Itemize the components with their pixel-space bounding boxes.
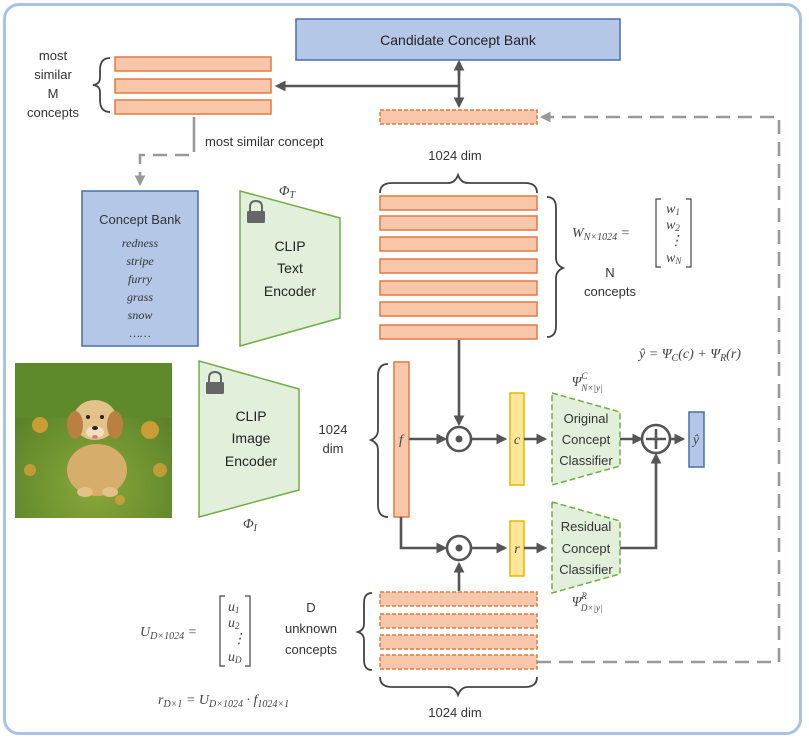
c-label: c (514, 433, 521, 448)
concept-bank-title: Concept Bank (99, 212, 181, 227)
dim-label-bottom: 1024 dim (428, 705, 481, 720)
d-concepts-label-2: unknown (285, 621, 337, 636)
arrow-resid-to-sum (620, 452, 662, 550)
candidate-concept-bank-label: Candidate Concept Bank (380, 32, 537, 48)
original-classifier-label-2: Concept (562, 432, 611, 447)
w-matrix-lhs: WN×1024 = (572, 226, 630, 243)
svg-text:uD: uD (228, 650, 242, 665)
svg-text:w1: w1 (666, 202, 680, 217)
original-classifier-label-1: Original (564, 411, 609, 426)
left-brace-top (92, 57, 111, 113)
svg-text:wN: wN (666, 251, 682, 266)
lock-icon (206, 370, 224, 394)
similar-concept-bar-2 (114, 78, 272, 94)
bottom-brace (379, 676, 538, 698)
image-encoder-label-1: CLIP (235, 408, 266, 424)
concept-bank-item-2: stripe (126, 254, 154, 268)
y-hat-box (688, 411, 705, 468)
most-similar-concept-label: most similar concept (205, 134, 324, 149)
d-concepts-label-3: concepts (285, 642, 338, 657)
dim-mid-label-2: dim (323, 441, 344, 456)
concept-bank-item-5: snow (128, 308, 153, 322)
svg-text:⋮: ⋮ (669, 234, 683, 249)
svg-text:u2: u2 (228, 616, 240, 631)
residual-classifier-label-1: Residual (561, 519, 612, 534)
most-similar-label-1: most (39, 48, 68, 63)
w-matrix: WN×1024 = w1 w2 ⋮ wN (572, 198, 692, 268)
residual-classifier-label-3: Classifier (559, 562, 613, 577)
n-concept-bars (379, 195, 538, 340)
dim-label-top: 1024 dim (428, 148, 481, 163)
clip-text-encoder-shape (239, 190, 341, 347)
arrow-f-to-dot2 (399, 517, 448, 554)
d-concept-bars (379, 591, 538, 670)
svg-text:w2: w2 (666, 218, 680, 233)
y-hat-label: ŷ (691, 433, 700, 448)
text-encoder-label-3: Encoder (264, 283, 316, 299)
image-encoder-label-2: Image (232, 430, 271, 446)
original-classifier-label-3: Classifier (559, 453, 613, 468)
lock-icon (247, 199, 265, 223)
concept-bank-box (81, 190, 199, 347)
original-classifier-shape (551, 392, 621, 486)
f-label: f (399, 433, 405, 448)
concept-bank-item-4: grass (127, 290, 153, 304)
most-similar-label-3: M (48, 86, 59, 101)
text-encoder-label-1: CLIP (274, 238, 305, 254)
clip-image-encoder-shape (198, 360, 300, 518)
dot-product-icon (445, 534, 473, 562)
y-formula: ŷ = ΨC(c) + ΨR(r) (637, 347, 741, 364)
right-brace-n (546, 196, 566, 338)
n-concepts-label-1: N (605, 265, 614, 280)
concept-bank-item-6: …… (129, 326, 150, 340)
svg-text:u1: u1 (228, 600, 240, 615)
candidate-concept-bank-box (295, 18, 621, 61)
image-encoder-label-3: Encoder (225, 453, 277, 469)
similar-concept-bar-1 (114, 56, 272, 72)
new-concept-bar (379, 109, 538, 125)
dim-mid-label-1: 1024 (319, 422, 348, 437)
plus-circle-icon (640, 423, 672, 455)
n-concepts-label-2: concepts (584, 284, 637, 299)
d-concepts-label-1: D (306, 600, 315, 615)
residual-classifier-shape (551, 501, 621, 594)
r-label: r (514, 542, 520, 557)
text-encoder-label-2: Text (277, 260, 303, 276)
u-matrix: UD×1024 = u1 u2 ⋮ uD (140, 595, 251, 667)
dashed-to-concept-bank (134, 138, 196, 187)
most-similar-label-2: similar (34, 67, 72, 82)
similar-concept-bar-3 (114, 99, 272, 115)
puppy-image (15, 363, 172, 518)
dashed-feedback-loop (537, 111, 781, 664)
left-brace-d (355, 592, 373, 671)
u-matrix-lhs: UD×1024 = (140, 625, 197, 642)
concept-bank-item-3: furry (128, 272, 153, 286)
dot-product-icon (445, 425, 473, 453)
most-similar-label-4: concepts (27, 105, 80, 120)
phi-t-label: ΦT (279, 184, 297, 201)
concept-bank-item-1: redness (122, 236, 159, 250)
residual-classifier-label-2: Concept (562, 541, 611, 556)
svg-text:⋮: ⋮ (232, 632, 246, 647)
phi-i-label: ΦI (243, 517, 258, 534)
top-brace (379, 172, 538, 194)
r-formula: rD×1 = UD×1024 · f1024×1 (158, 693, 289, 710)
left-brace-f (368, 363, 389, 518)
